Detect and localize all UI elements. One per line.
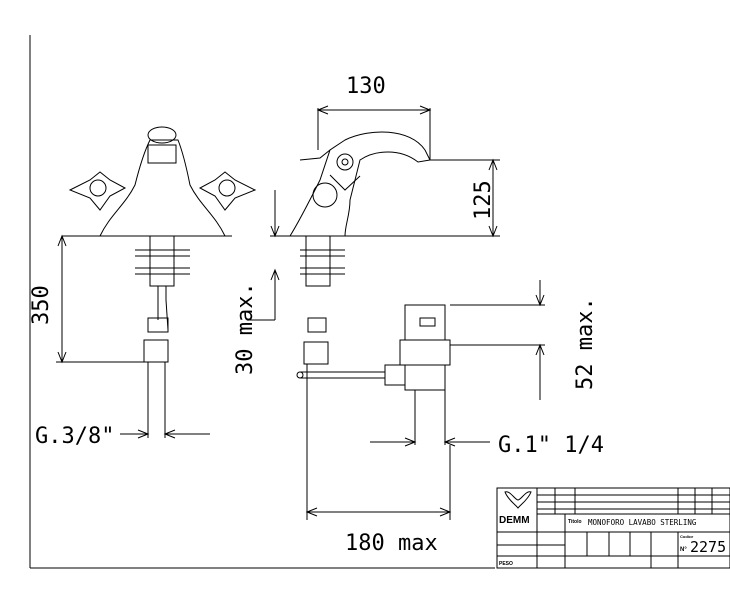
dim-130: 130 — [346, 74, 386, 99]
dim-30-max: 30 max. — [233, 282, 258, 375]
demm-logo-icon — [504, 491, 532, 509]
title-label: Titolo — [568, 519, 582, 525]
dim-125: 125 — [471, 180, 496, 220]
weight-label: PESO — [499, 561, 513, 567]
brand-name: DEMM — [499, 515, 530, 526]
code-prefix: N° — [680, 547, 687, 553]
dim-52-max: 52 max. — [573, 297, 598, 390]
side-view — [250, 105, 545, 520]
drawing-code: 2275 — [690, 538, 726, 556]
dim-180-max: 180 max — [345, 531, 438, 556]
code-label: Codice — [680, 534, 694, 539]
front-view — [56, 126, 257, 439]
dim-waste-thread: G.1" 1/4 — [498, 433, 604, 458]
dim-350: 350 — [29, 285, 54, 325]
title-block — [496, 487, 730, 569]
drawing-title: MONOFORO LAVABO STERLING — [588, 518, 697, 527]
dim-inlet-thread: G.3/8" — [35, 424, 114, 449]
